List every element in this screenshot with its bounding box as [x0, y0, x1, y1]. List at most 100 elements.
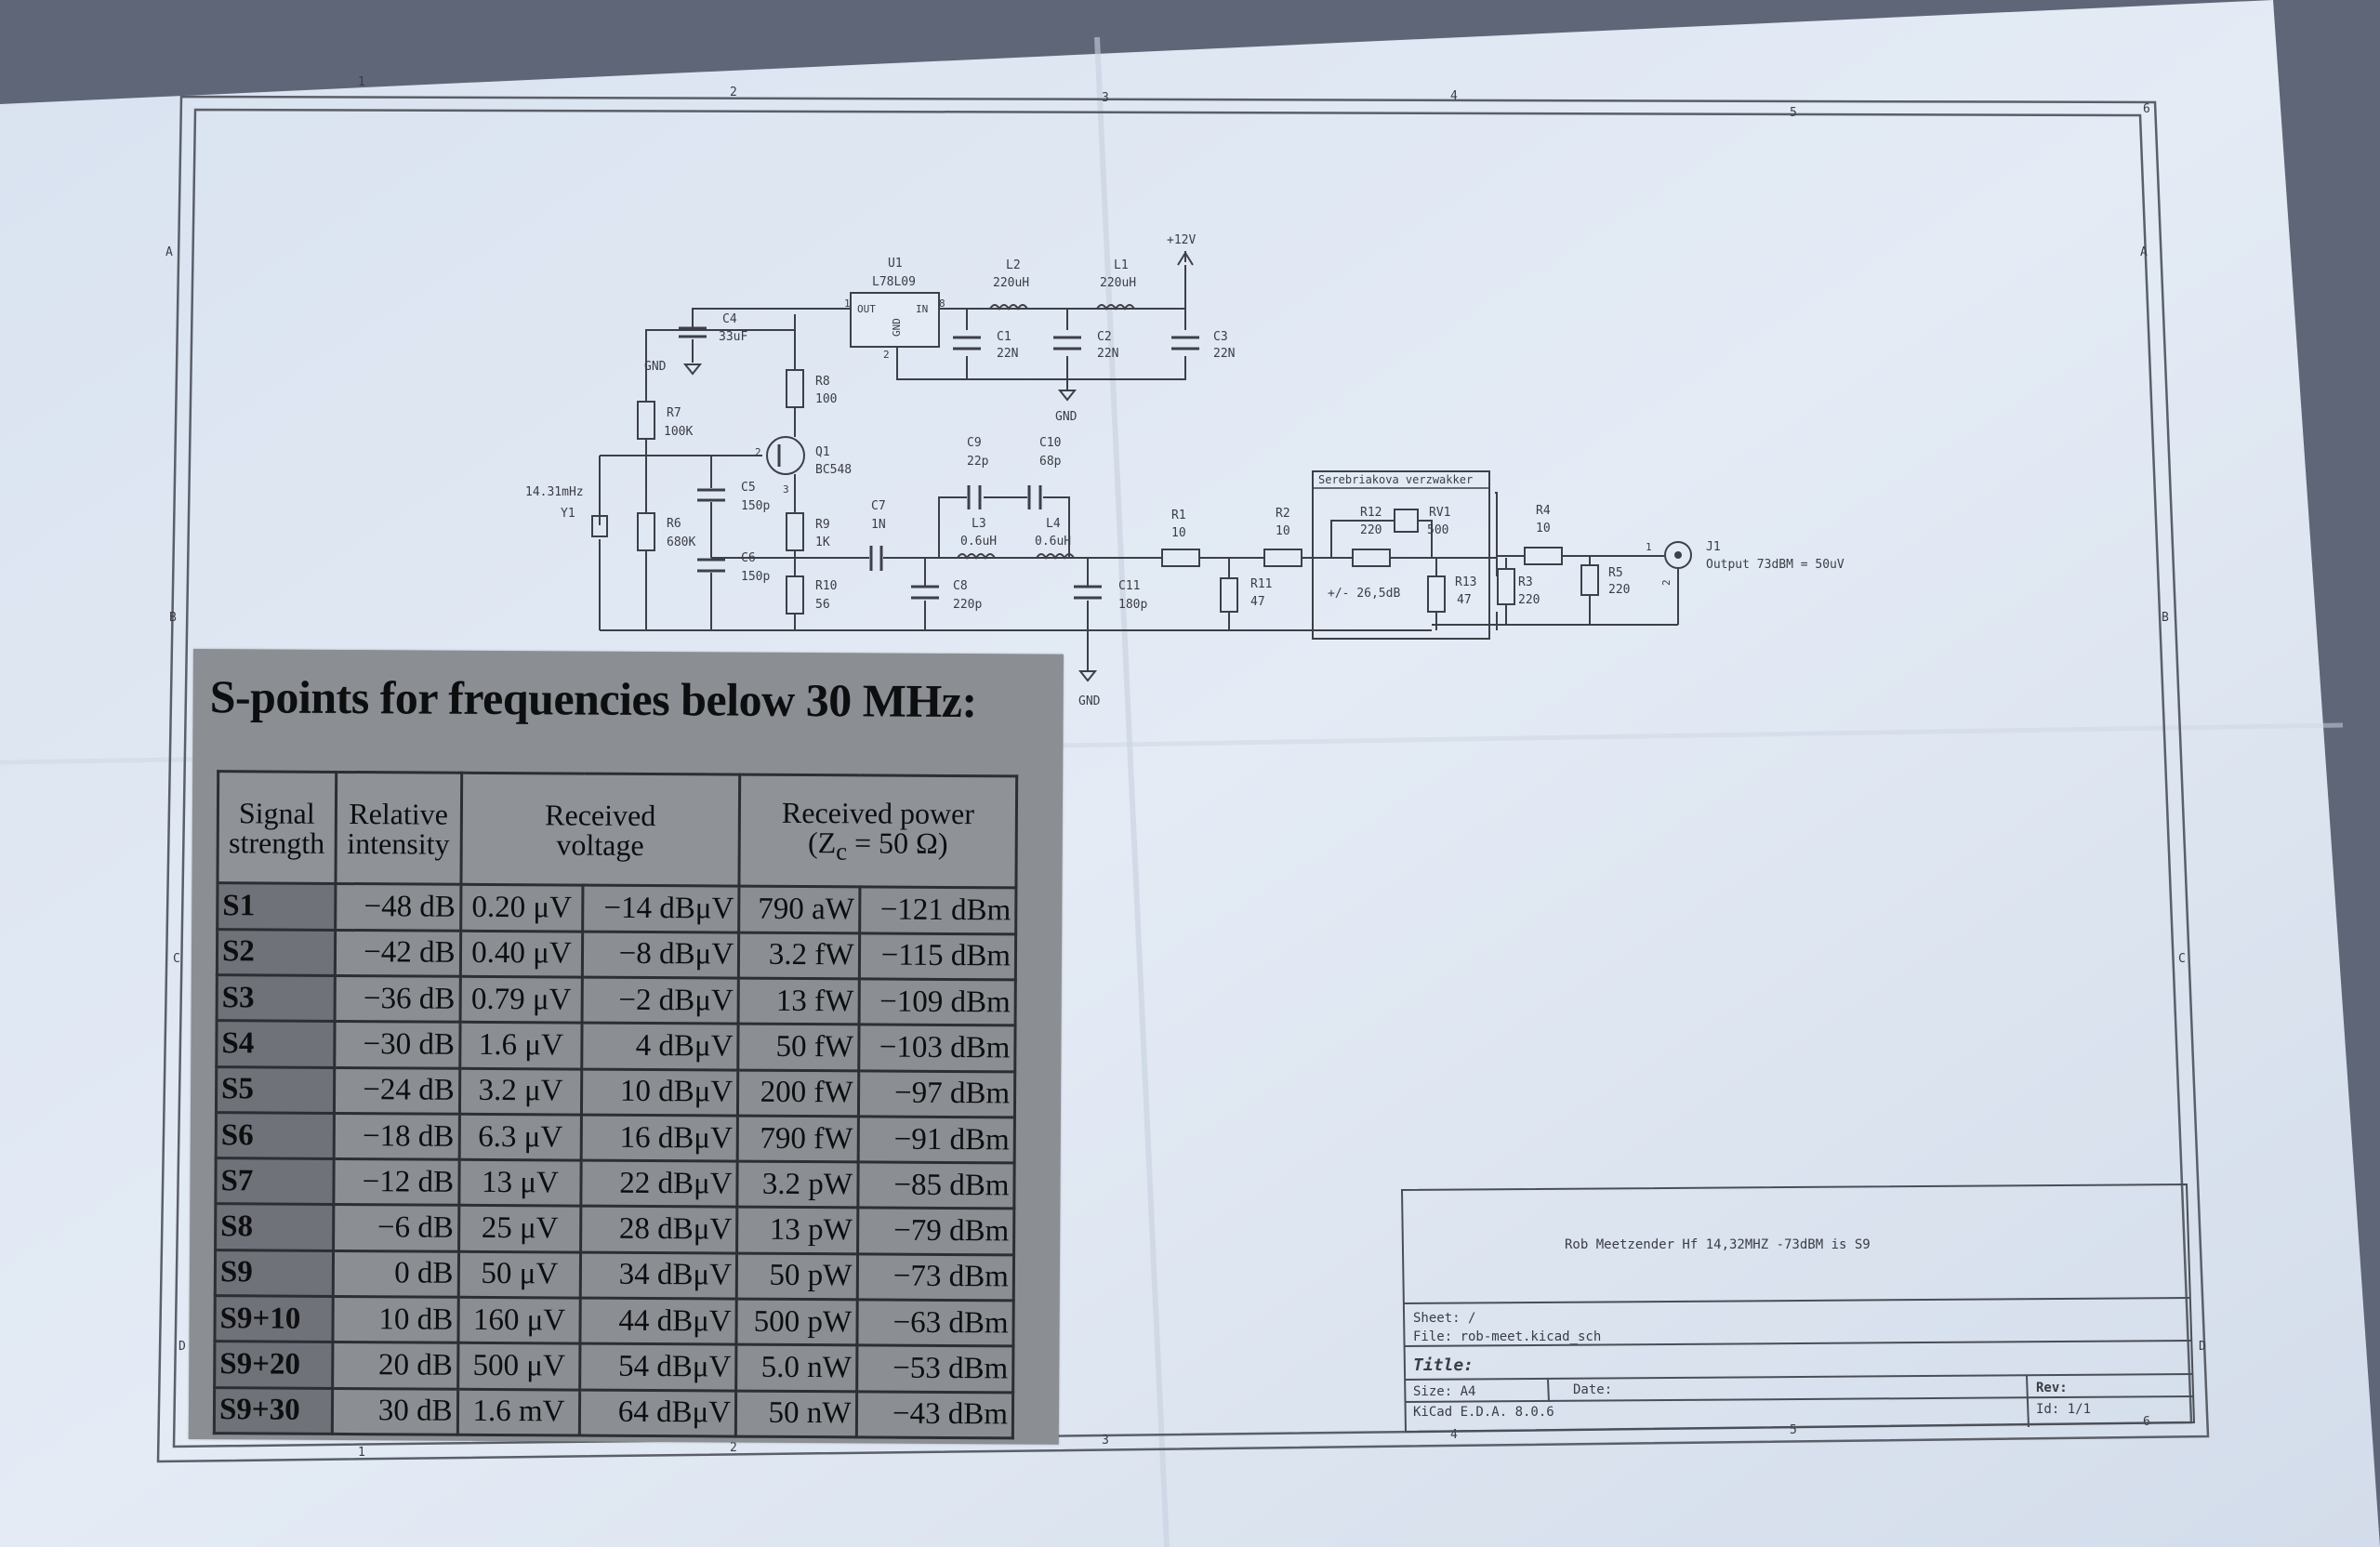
- svg-text:R13: R13: [1455, 575, 1476, 589]
- table-cell: 4 dBμV: [582, 1023, 739, 1070]
- table-cell: 13 μV: [458, 1159, 582, 1207]
- svg-text:L78L09: L78L09: [872, 275, 916, 289]
- table-cell: −6 dB: [333, 1204, 459, 1251]
- svg-text:220: 220: [1360, 523, 1382, 537]
- svg-text:R10: R10: [815, 579, 837, 593]
- table-cell: 50 fW: [737, 1024, 859, 1071]
- svg-text:RV1: RV1: [1429, 506, 1450, 520]
- table-cell: −109 dBm: [858, 978, 1016, 1026]
- svg-text:680K: 680K: [667, 536, 695, 549]
- svg-text:1: 1: [1646, 541, 1652, 553]
- svg-text:180p: 180p: [1118, 598, 1147, 612]
- svg-text:33uF: 33uF: [719, 330, 747, 344]
- table-cell: 790 fW: [737, 1115, 858, 1163]
- frame-column-label: 1: [358, 1446, 365, 1460]
- svg-text:0.6uH: 0.6uH: [960, 535, 997, 549]
- table-cell: 3.2 pW: [736, 1161, 858, 1209]
- svg-text:L1: L1: [1114, 258, 1129, 272]
- frame-row-label: B: [2162, 611, 2169, 625]
- svg-text:L4: L4: [1046, 517, 1061, 531]
- table-cell: S9+30: [214, 1387, 333, 1435]
- frame-row-label: B: [169, 611, 177, 625]
- svg-text:R2: R2: [1276, 507, 1290, 521]
- svg-text:R8: R8: [815, 375, 830, 389]
- table-cell: 500 μV: [457, 1342, 581, 1390]
- svg-text:+/- 26,5dB: +/- 26,5dB: [1328, 587, 1400, 601]
- svg-text:C9: C9: [967, 436, 982, 450]
- col-received-power: Received power(Zc = 50 Ω): [739, 774, 1017, 889]
- svg-text:22N: 22N: [1213, 347, 1235, 361]
- svg-text:C3: C3: [1213, 330, 1228, 344]
- table-cell: 3.2 fW: [738, 932, 860, 979]
- title-block-text: Rob Meetzender Hf 14,32MHZ -73dBM is S9 …: [1413, 1237, 2091, 1420]
- svg-text:150p: 150p: [741, 570, 770, 584]
- crystal-y1: [591, 515, 608, 537]
- svg-text:2: 2: [1660, 579, 1673, 586]
- table-cell: S9+20: [214, 1341, 333, 1389]
- table-cell: 1.6 mV: [456, 1388, 580, 1436]
- schematic-wiring: [599, 251, 1679, 651]
- size-label: Size: A4: [1413, 1384, 1475, 1399]
- table-cell: −8 dBμV: [582, 931, 739, 979]
- table-cell: S4: [216, 1020, 335, 1068]
- svg-text:10: 10: [1276, 524, 1290, 538]
- svg-text:GND: GND: [1078, 694, 1101, 708]
- table-cell: 6.3 μV: [458, 1114, 582, 1161]
- svg-text:0.6uH: 0.6uH: [1035, 535, 1071, 549]
- table-cell: 34 dBμV: [580, 1251, 737, 1300]
- transistor-q1: [766, 436, 805, 475]
- svg-text:22p: 22p: [967, 455, 989, 469]
- svg-text:Q1: Q1: [815, 445, 830, 459]
- id-label: Id: 1/1: [2036, 1402, 2091, 1417]
- frame-column-label: 1: [358, 75, 365, 89]
- svg-text:R3: R3: [1518, 575, 1533, 589]
- file-label: File: rob-meet.kicad_sch: [1413, 1329, 1601, 1344]
- svg-text:Output 73dBM = 50uV: Output 73dBM = 50uV: [1706, 558, 1844, 572]
- table-cell: −115 dBm: [858, 932, 1016, 980]
- frame-row-label: C: [2178, 952, 2186, 966]
- table-cell: 0.40 μV: [459, 931, 583, 978]
- table-cell: 54 dBμV: [579, 1343, 737, 1391]
- table-cell: S9: [215, 1250, 334, 1297]
- svg-text:GND: GND: [1055, 410, 1078, 424]
- svg-text:220uH: 220uH: [993, 276, 1029, 290]
- svg-text:47: 47: [1457, 593, 1472, 607]
- frame-row-label: A: [165, 245, 173, 259]
- svg-text:2: 2: [755, 446, 761, 458]
- svg-text:Y1: Y1: [561, 507, 575, 521]
- table-cell: S7: [215, 1157, 334, 1205]
- svg-text:68p: 68p: [1039, 455, 1062, 469]
- title-comment: Rob Meetzender Hf 14,32MHZ -73dBM is S9: [1565, 1237, 1871, 1252]
- frame-column-label: 2: [730, 1441, 737, 1455]
- svg-text:14.31mHz: 14.31mHz: [525, 485, 584, 499]
- svg-text:C7: C7: [871, 499, 886, 513]
- frame-column-label: 6: [2143, 102, 2150, 116]
- table-cell: −36 dB: [334, 975, 460, 1023]
- table-cell: 10 dB: [332, 1296, 458, 1343]
- table-cell: 44 dBμV: [580, 1298, 737, 1345]
- svg-text:R1: R1: [1171, 509, 1186, 522]
- table-cell: 30 dB: [332, 1388, 458, 1435]
- svg-text:1: 1: [844, 298, 851, 310]
- table-cell: 0.79 μV: [459, 976, 583, 1024]
- capacitors: [679, 326, 1199, 600]
- table-cell: 200 fW: [737, 1069, 859, 1117]
- svg-text:500: 500: [1427, 523, 1448, 537]
- table-cell: S2: [217, 929, 336, 976]
- svg-text:L2: L2: [1006, 258, 1021, 272]
- svg-text:GND: GND: [891, 318, 903, 337]
- table-cell: −103 dBm: [858, 1025, 1016, 1072]
- ground-symbols: [682, 364, 1098, 682]
- table-cell: 1.6 μV: [459, 1022, 583, 1069]
- table-cell: 20 dB: [332, 1342, 458, 1389]
- frame-column-label: 5: [1790, 106, 1797, 120]
- table-cell: 28 dBμV: [580, 1206, 737, 1253]
- regulator-body: [850, 292, 940, 348]
- svg-text:C2: C2: [1097, 330, 1112, 344]
- table-cell: −121 dBm: [859, 887, 1016, 934]
